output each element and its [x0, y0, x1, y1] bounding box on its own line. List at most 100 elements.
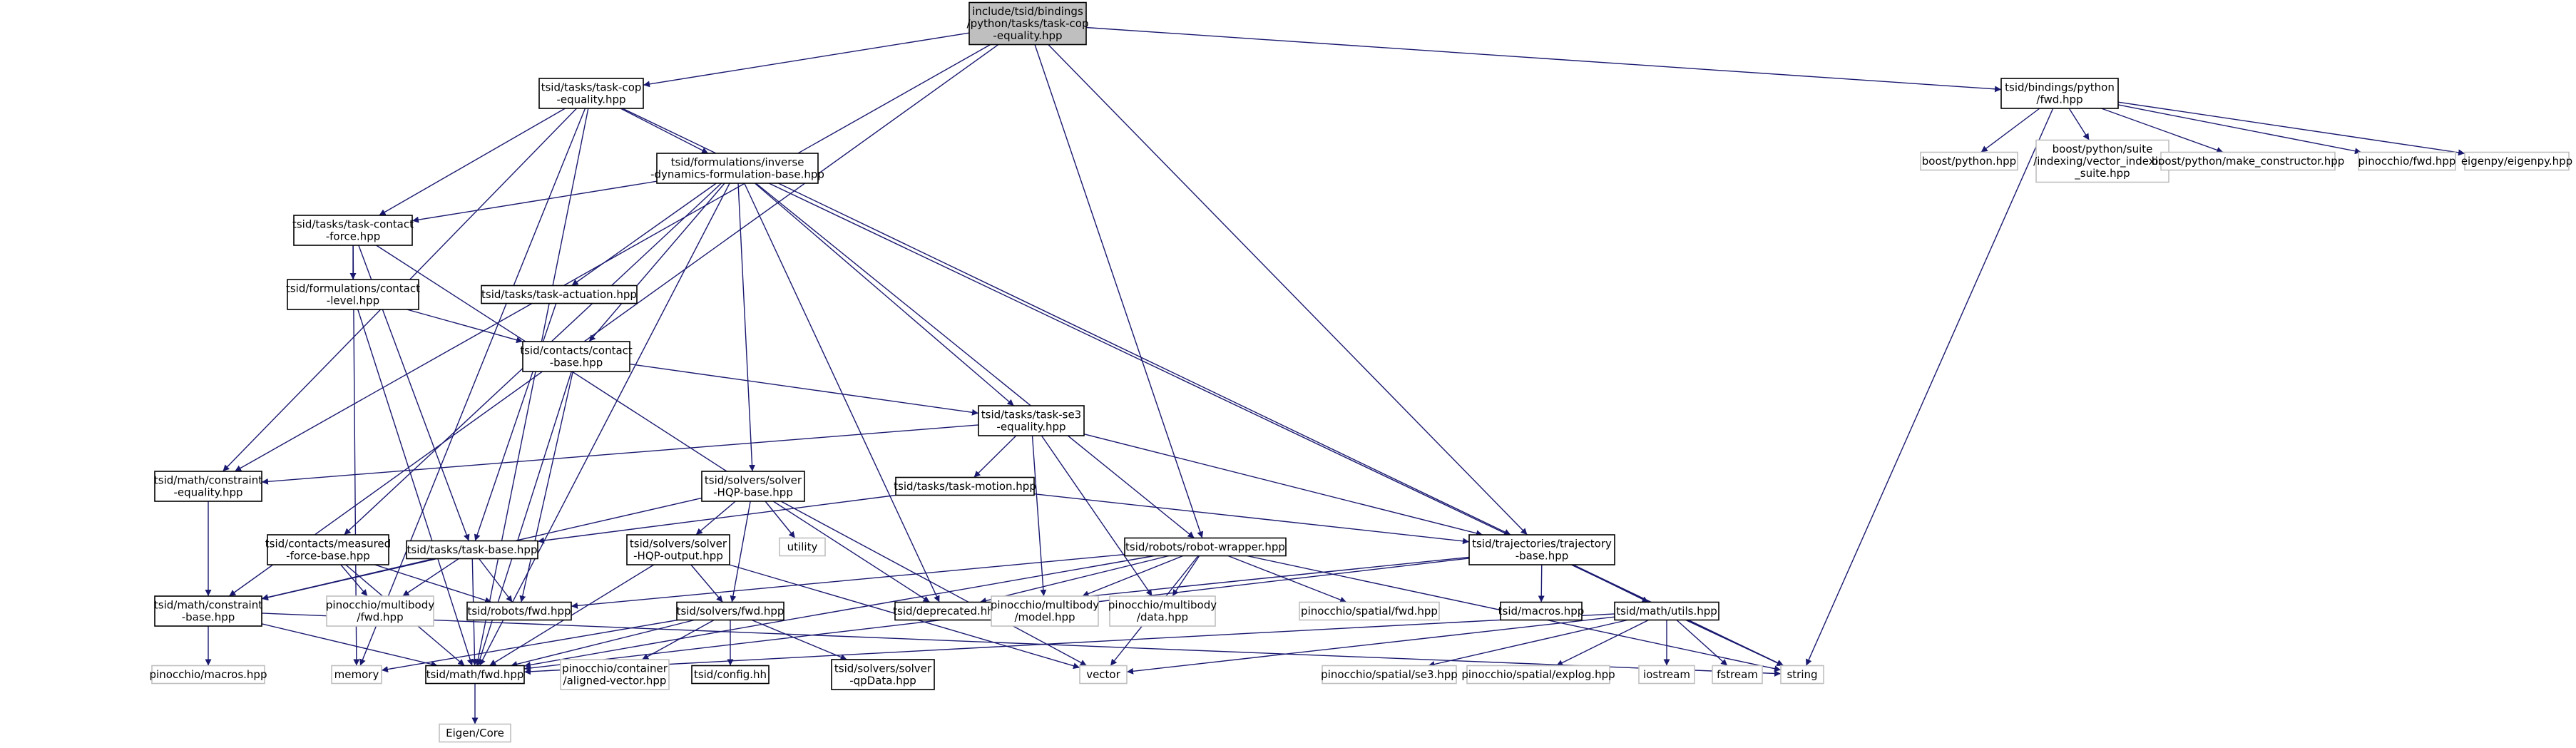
node-box — [154, 595, 262, 627]
edge-contact_base-to-se3 — [629, 363, 979, 416]
node-actuation[interactable]: tsid/tasks/task-actuation.hpp — [481, 285, 638, 304]
node-macros[interactable]: tsid/macros.hpp — [1498, 601, 1585, 621]
node-box — [267, 534, 389, 565]
node-inv-dyn[interactable]: tsid/formulations/inverse-dynamics-formu… — [650, 153, 824, 184]
node-root[interactable]: include/tsid/bindings/python/tasks/task-… — [967, 1, 1089, 46]
edge-task_base-to-pin_mb_fwd — [402, 558, 459, 597]
edge-solver_base-to-vector — [780, 501, 1088, 667]
edge-contact_base-to-robots_fwd — [519, 371, 573, 603]
edge-task_motion-to-task_base — [537, 494, 896, 544]
edge-math_utils-to-vector — [1126, 616, 1615, 675]
node-contact-base[interactable]: tsid/contacts/contact-base.hpp — [520, 341, 633, 372]
edge-solver_out-to-solvers_fwd — [690, 564, 723, 603]
node-robot-wrapper[interactable]: tsid/robots/robot-wrapper.hpp — [1124, 537, 1287, 557]
node-solvers-fwd[interactable]: tsid/solvers/fwd.hpp — [676, 601, 784, 621]
node-label-line: tsid/solvers/solver — [705, 474, 802, 487]
node-box — [1466, 665, 1610, 685]
node-label-line: pinocchio/spatial/fwd.hpp — [1301, 605, 1438, 618]
edge-measured-to-robots_fwd — [374, 564, 492, 604]
node-label-line: boost/python/make_constructor.hpp — [2152, 155, 2345, 168]
edge-inv_dyn-to-robot_wrapper — [755, 183, 1195, 539]
edge-inv_dyn-to-contact_base — [588, 183, 725, 342]
node-label-line: -level.hpp — [327, 294, 379, 307]
node-task-cop[interactable]: tsid/tasks/task-cop-equality.hpp — [538, 78, 644, 109]
edge-task_motion-to-trajectory — [1033, 493, 1470, 545]
edge-solvers_fwd-to-qpdata — [751, 619, 847, 660]
node-boost-make: boost/python/make_constructor.hpp — [2152, 151, 2345, 171]
node-config[interactable]: tsid/config.hh — [691, 665, 770, 685]
node-solver-out[interactable]: tsid/solvers/solver-HQP-output.hpp — [626, 534, 730, 565]
edge-inv_dyn-to-se3 — [754, 183, 1015, 406]
edge-task_cop-to-math_fwd — [474, 108, 589, 666]
node-box — [991, 595, 1099, 627]
node-label-line: -equality.hpp — [173, 486, 242, 499]
node-box — [560, 659, 670, 690]
edge-bind_fwd-to-pin_fwd — [2117, 104, 2362, 155]
node-box — [676, 601, 784, 621]
edge-se3-to-task_motion — [973, 435, 1017, 478]
node-box — [701, 471, 805, 502]
node-bind-fwd[interactable]: tsid/bindings/python/fwd.hpp — [2000, 78, 2119, 109]
node-box — [691, 665, 770, 685]
node-form-contact[interactable]: tsid/formulations/contact-level.hpp — [286, 279, 420, 310]
edge-robot_wrapper-to-math_fwd — [523, 555, 1155, 668]
node-label-line: tsid/macros.hpp — [1498, 605, 1585, 618]
edge-trajectory-to-macros — [1538, 564, 1545, 603]
node-math-utils[interactable]: tsid/math/utils.hpp — [1614, 601, 1719, 621]
node-label-line: tsid/tasks/task-base.hpp — [407, 543, 538, 556]
edge-solvers_fwd-to-aligned — [641, 619, 715, 660]
node-task-motion[interactable]: tsid/tasks/task-motion.hpp — [894, 476, 1036, 496]
node-label-line: tsid/math/fwd.hpp — [426, 668, 524, 681]
node-label-line: -HQP-output.hpp — [633, 550, 723, 563]
node-label-line: Eigen/Core — [446, 727, 504, 739]
node-box — [406, 540, 538, 560]
node-label-line: fstream — [1717, 668, 1758, 681]
node-box — [331, 665, 382, 685]
edge-solver_base-to-solvers_fwd — [730, 501, 751, 603]
edge-robot_wrapper-to-pin_data — [1172, 555, 1200, 597]
node-box — [831, 659, 935, 690]
node-constraint-base[interactable]: tsid/math/constraint-base.hpp — [154, 595, 262, 627]
node-boost-python: boost/python.hpp — [1920, 151, 2018, 171]
node-deprecated[interactable]: tsid/deprecated.hh — [893, 601, 994, 621]
edge-contact_force-to-deprecated — [376, 245, 930, 603]
edge-robot_wrapper-to-pin_model — [1082, 555, 1184, 597]
edge-form_contact-to-math_fwd — [357, 309, 474, 666]
edge-constraint_base-to-string — [261, 613, 1782, 677]
node-box — [538, 78, 644, 109]
node-label-line: /fwd.hpp — [2036, 93, 2082, 106]
node-box — [1109, 595, 1216, 627]
node-box — [1920, 151, 2018, 171]
node-label-line: tsid/tasks/task-se3 — [981, 409, 1081, 421]
node-iostream: iostream — [1638, 665, 1695, 685]
node-label-line: -equality.hpp — [993, 29, 1062, 42]
node-label-line: /aligned-vector.hpp — [563, 675, 667, 687]
edge-bind_fwd-to-boost_python — [1980, 108, 2040, 153]
node-qpdata[interactable]: tsid/solvers/solver-qpData.hpp — [831, 659, 935, 690]
node-pin-spatial-fwd: pinocchio/spatial/fwd.hpp — [1299, 601, 1440, 621]
node-label-line: tsid/formulations/contact — [286, 282, 420, 295]
node-contact-force[interactable]: tsid/tasks/task-contact-force.hpp — [292, 215, 414, 246]
node-box — [287, 279, 419, 310]
edge-robot_wrapper-to-robots_fwd — [571, 553, 1125, 609]
node-math-fwd[interactable]: tsid/math/fwd.hpp — [425, 665, 525, 685]
node-memory: memory — [331, 665, 382, 685]
edge-se3-to-trajectory — [1083, 434, 1483, 537]
node-label-line: tsid/contacts/measured — [265, 538, 391, 550]
node-solver-base[interactable]: tsid/solvers/solver-HQP-base.hpp — [701, 471, 805, 502]
node-constraint-eq[interactable]: tsid/math/constraint-equality.hpp — [154, 471, 262, 502]
node-explog: pinocchio/spatial/explog.hpp — [1461, 665, 1615, 685]
node-robots-fwd[interactable]: tsid/robots/fwd.hpp — [466, 601, 572, 621]
node-box — [894, 601, 993, 621]
node-se3[interactable]: tsid/tasks/task-se3-equality.hpp — [978, 405, 1085, 436]
edge-constraint_base-to-math_fwd — [261, 623, 438, 667]
node-label-line: tsid/robots/fwd.hpp — [467, 605, 571, 618]
node-task-base[interactable]: tsid/tasks/task-base.hpp — [406, 540, 538, 560]
node-eigen-core: Eigen/Core — [439, 723, 511, 743]
node-trajectory[interactable]: tsid/trajectories/trajectory-base.hpp — [1468, 534, 1615, 565]
node-box — [978, 405, 1085, 436]
node-label-line: include/tsid/bindings — [972, 5, 1083, 18]
node-pin-model: pinocchio/multibody/model.hpp — [991, 595, 1099, 627]
node-measured[interactable]: tsid/contacts/measured-force-base.hpp — [265, 534, 391, 565]
node-label-line: -HQP-base.hpp — [713, 486, 793, 499]
